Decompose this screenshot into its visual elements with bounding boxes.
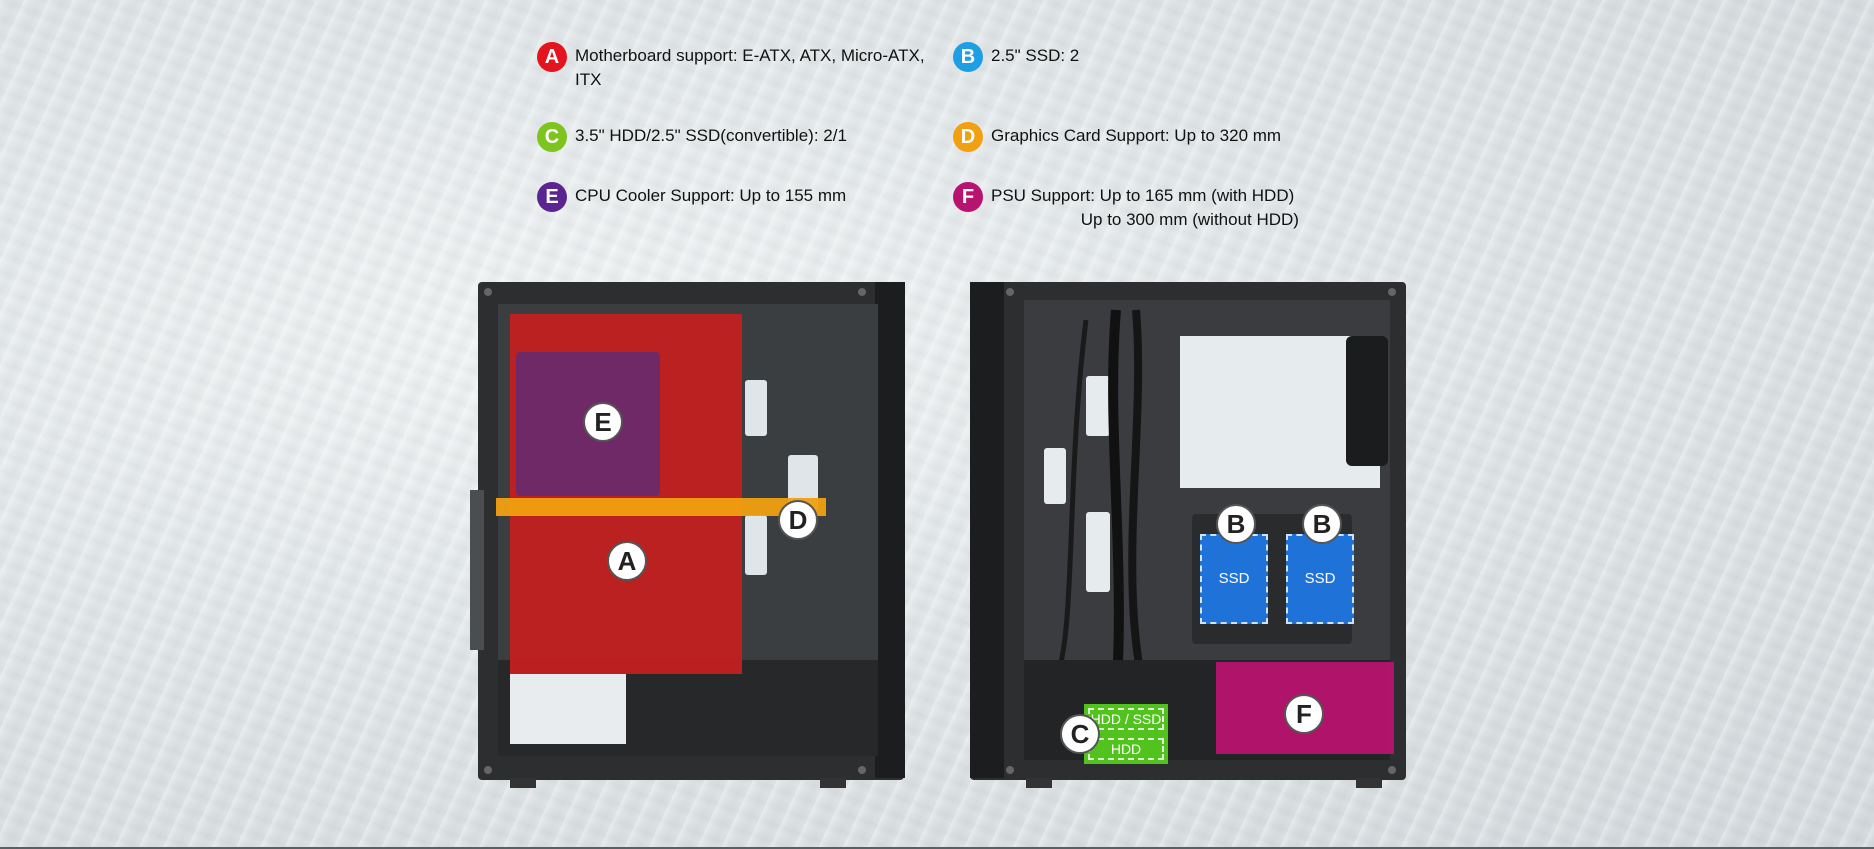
marker-c: C bbox=[1060, 714, 1100, 754]
marker-b-2: B bbox=[1302, 504, 1342, 544]
badge-e: E bbox=[537, 182, 567, 212]
spec-cpu-cooler: E CPU Cooler Support: Up to 155 mm bbox=[537, 182, 847, 212]
spec-text-a: Motherboard support: E-ATX, ATX, Micro-A… bbox=[575, 46, 925, 89]
marker-a: A bbox=[607, 541, 647, 581]
bottom-divider bbox=[0, 847, 1874, 849]
badge-a: A bbox=[537, 42, 567, 72]
badge-d: D bbox=[953, 122, 983, 152]
marker-b-1: B bbox=[1216, 504, 1256, 544]
spec-text-c: 3.5" HDD/2.5" SSD(convertible): 2/1 bbox=[575, 126, 847, 145]
badge-c: C bbox=[537, 122, 567, 152]
hdd-label: HDD bbox=[1110, 741, 1142, 757]
marker-e: E bbox=[583, 402, 623, 442]
marker-d: D bbox=[778, 500, 818, 540]
ssd-zone-2 bbox=[1286, 534, 1354, 624]
spec-psu: F PSU Support: Up to 165 mm (with HDD) U… bbox=[953, 182, 1299, 232]
spec-hdd: C 3.5" HDD/2.5" SSD(convertible): 2/1 bbox=[537, 122, 847, 152]
left-case-view: E A D bbox=[470, 280, 910, 800]
ssd-label-1: SSD bbox=[1218, 570, 1250, 587]
badge-f: F bbox=[953, 182, 983, 212]
spec-text-e: CPU Cooler Support: Up to 155 mm bbox=[575, 186, 847, 205]
ssd-label-2: SSD bbox=[1304, 570, 1336, 587]
right-case-frame bbox=[970, 282, 1406, 788]
spec-ssd: B 2.5" SSD: 2 bbox=[953, 42, 1080, 72]
badge-b: B bbox=[953, 42, 983, 72]
spec-motherboard: A Motherboard support: E-ATX, ATX, Micro… bbox=[537, 42, 925, 92]
spec-text-d: Graphics Card Support: Up to 320 mm bbox=[991, 126, 1282, 145]
spec-text-f: PSU Support: Up to 165 mm (with HDD) Up … bbox=[991, 186, 1299, 229]
marker-f: F bbox=[1284, 694, 1324, 734]
spec-graphics-card: D Graphics Card Support: Up to 320 mm bbox=[953, 122, 1282, 152]
ssd-zone-1 bbox=[1200, 534, 1268, 624]
spec-text-b: 2.5" SSD: 2 bbox=[991, 46, 1080, 65]
gpu-zone bbox=[496, 498, 826, 516]
hdd-ssd-label: HDD / SSD bbox=[1090, 711, 1162, 727]
right-case-view: SSD SSD HDD / SSD HDD B B C F bbox=[966, 280, 1416, 800]
